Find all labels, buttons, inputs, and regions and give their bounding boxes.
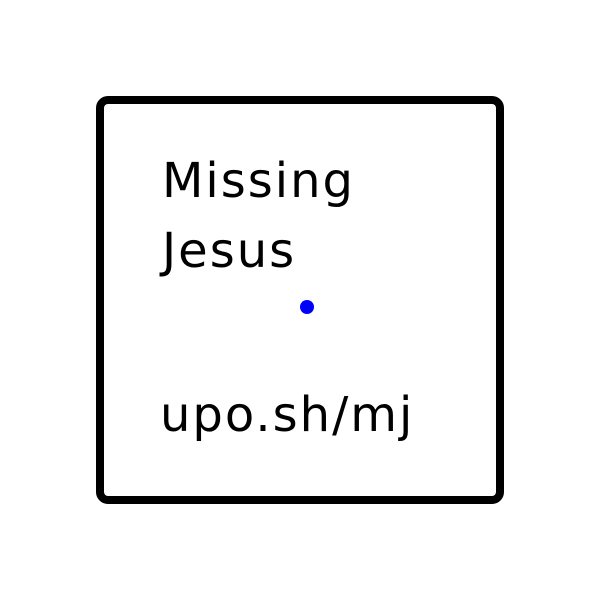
card-title-line-1: Missing	[162, 153, 355, 209]
card-title: Missing Jesus	[162, 146, 355, 286]
card: Missing Jesus upo.sh/mj	[96, 96, 504, 504]
blue-dot-icon	[300, 300, 314, 314]
card-title-line-2: Jesus	[162, 223, 297, 279]
card-link[interactable]: upo.sh/mj	[160, 387, 415, 443]
